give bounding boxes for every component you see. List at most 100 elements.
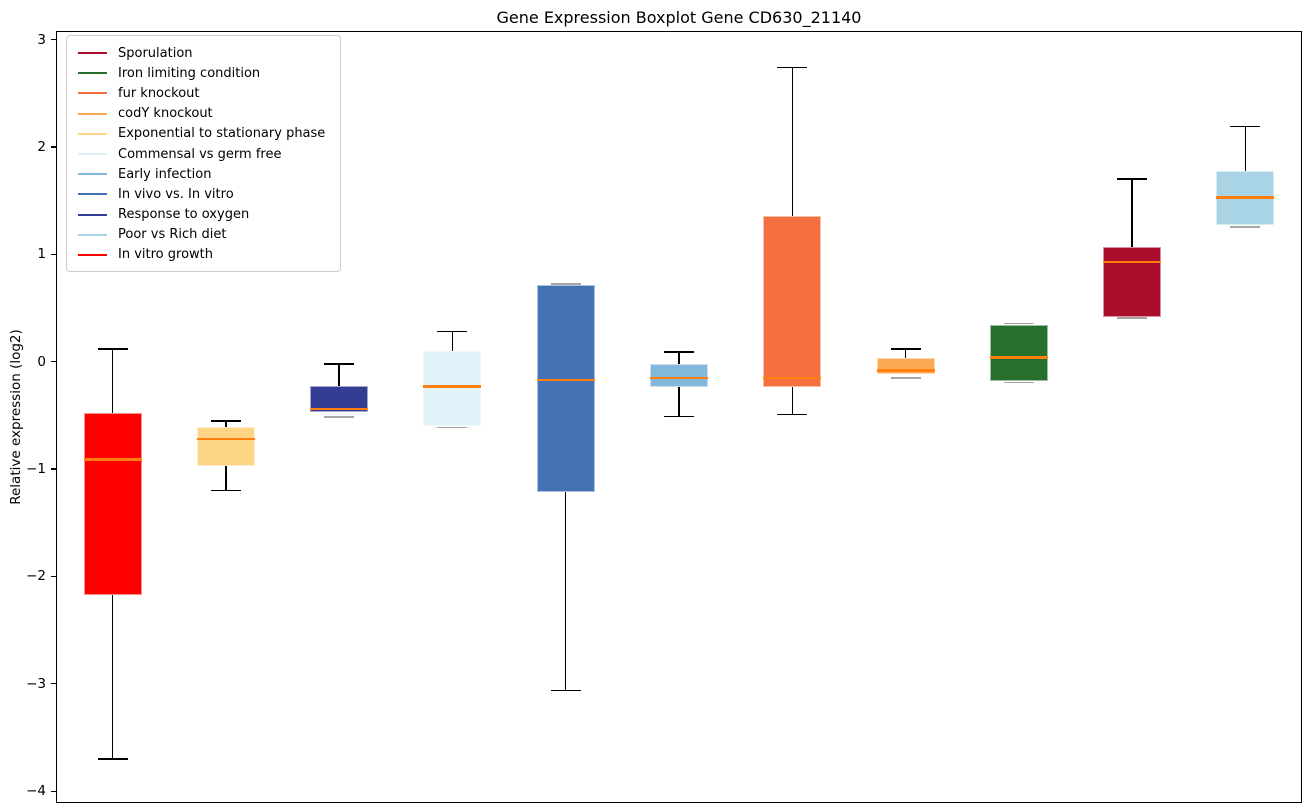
box-body [763,215,822,388]
legend-item-fur-knockout: fur knockout [78,83,330,103]
legend-item-in-vitro-growth: In vitro growth [78,245,330,265]
lower-whisker [678,387,680,417]
ytick-label: 2 [37,138,46,155]
upper-whisker [678,352,680,364]
upper-whisker [111,348,114,414]
median-line [310,407,369,411]
legend-color-swatch [78,52,107,55]
upper-cap [1230,125,1261,128]
lower-cap [664,415,694,418]
lower-cap [1117,317,1148,319]
legend-label: codY knockout [118,106,213,122]
ytick-mark [51,146,56,148]
legend-item-exponential-to-stationary-phase: Exponential to stationary phase [78,124,330,144]
chart-title: Gene Expression Boxplot Gene CD630_21140 [496,8,862,27]
ytick-mark [51,361,56,363]
upper-whisker [338,363,340,387]
upper-cap [777,66,808,69]
box-body [989,325,1048,382]
legend-label: Poor vs Rich diet [118,227,227,243]
ytick-mark [51,575,56,578]
lower-whisker [791,387,794,415]
ytick-label: 3 [37,31,46,48]
median-line [763,376,822,380]
upper-cap [1117,178,1148,180]
ytick-mark [51,38,56,41]
lower-cap [890,377,921,379]
legend-label: Commensal vs germ free [118,146,282,162]
legend-label: Iron limiting condition [118,65,261,81]
legend-item-early-infection: Early infection [78,164,330,184]
lower-whisker [225,465,227,491]
legend-item-iron-limiting-condition: Iron limiting condition [78,63,330,83]
box-body [650,363,708,388]
ytick-mark [51,468,56,470]
upper-cap [437,330,468,333]
legend-color-swatch [78,193,107,196]
legend-color-swatch [78,132,107,135]
upper-cap [550,283,581,285]
upper-cap [664,351,694,353]
upper-cap [97,348,128,350]
legend-label: fur knockout [118,85,200,101]
legend-item-sporulation: Sporulation [78,43,330,63]
box-body [423,350,482,427]
upper-whisker [225,420,227,428]
median-line [876,369,935,372]
median-line [196,437,255,441]
median-line [83,458,142,461]
legend-color-swatch [78,173,107,176]
ytick-label: −2 [26,568,46,585]
upper-whisker [904,348,907,359]
lower-cap [1003,381,1034,384]
ytick-label: −1 [26,461,46,478]
legend-color-swatch [78,153,107,156]
legend-color-swatch [78,213,107,216]
median-line [650,376,708,380]
legend-color-swatch [78,253,107,256]
legend-label: Sporulation [118,45,193,61]
lower-cap [210,489,241,492]
legend-label: Exponential to stationary phase [118,126,326,142]
box-body [1103,246,1162,317]
upper-cap [210,420,241,422]
legend-label: Response to oxygen [118,207,250,223]
legend-item-cody-knockout: codY knockout [78,104,330,124]
upper-cap [890,348,921,350]
upper-whisker [451,331,454,351]
ytick-label: −4 [26,783,46,800]
lower-cap [437,426,468,429]
median-line [1103,260,1162,264]
box-body [196,427,255,466]
lower-whisker [564,491,567,691]
legend-item-poor-vs-rich-diet: Poor vs Rich diet [78,225,330,245]
box-body [536,285,595,492]
legend-item-in-vivo-vs-in-vitro: In vivo vs. In vitro [78,184,330,204]
upper-cap [324,363,355,365]
ytick-mark [51,790,56,792]
ytick-label: −3 [26,675,46,692]
ytick-mark [51,253,56,255]
legend-label: In vivo vs. In vitro [118,186,234,202]
lower-cap [324,416,355,418]
legend-label: In vitro growth [118,247,213,263]
legend-label: Early infection [118,166,212,182]
upper-whisker [791,67,794,216]
upper-cap [1003,322,1034,325]
median-line [1216,196,1275,199]
lower-cap [550,689,581,691]
lower-cap [777,413,808,416]
box-body [83,413,142,595]
legend-color-swatch [78,92,107,95]
legend-color-swatch [78,72,107,75]
median-line [536,378,595,382]
lower-whisker [111,594,114,759]
legend-item-commensal-vs-germ-free: Commensal vs germ free [78,144,330,164]
ytick-label: 1 [37,246,46,263]
ytick-mark [51,683,56,685]
legend-item-response-to-oxygen: Response to oxygen [78,205,330,225]
legend-color-swatch [78,112,107,115]
median-line [989,356,1048,359]
